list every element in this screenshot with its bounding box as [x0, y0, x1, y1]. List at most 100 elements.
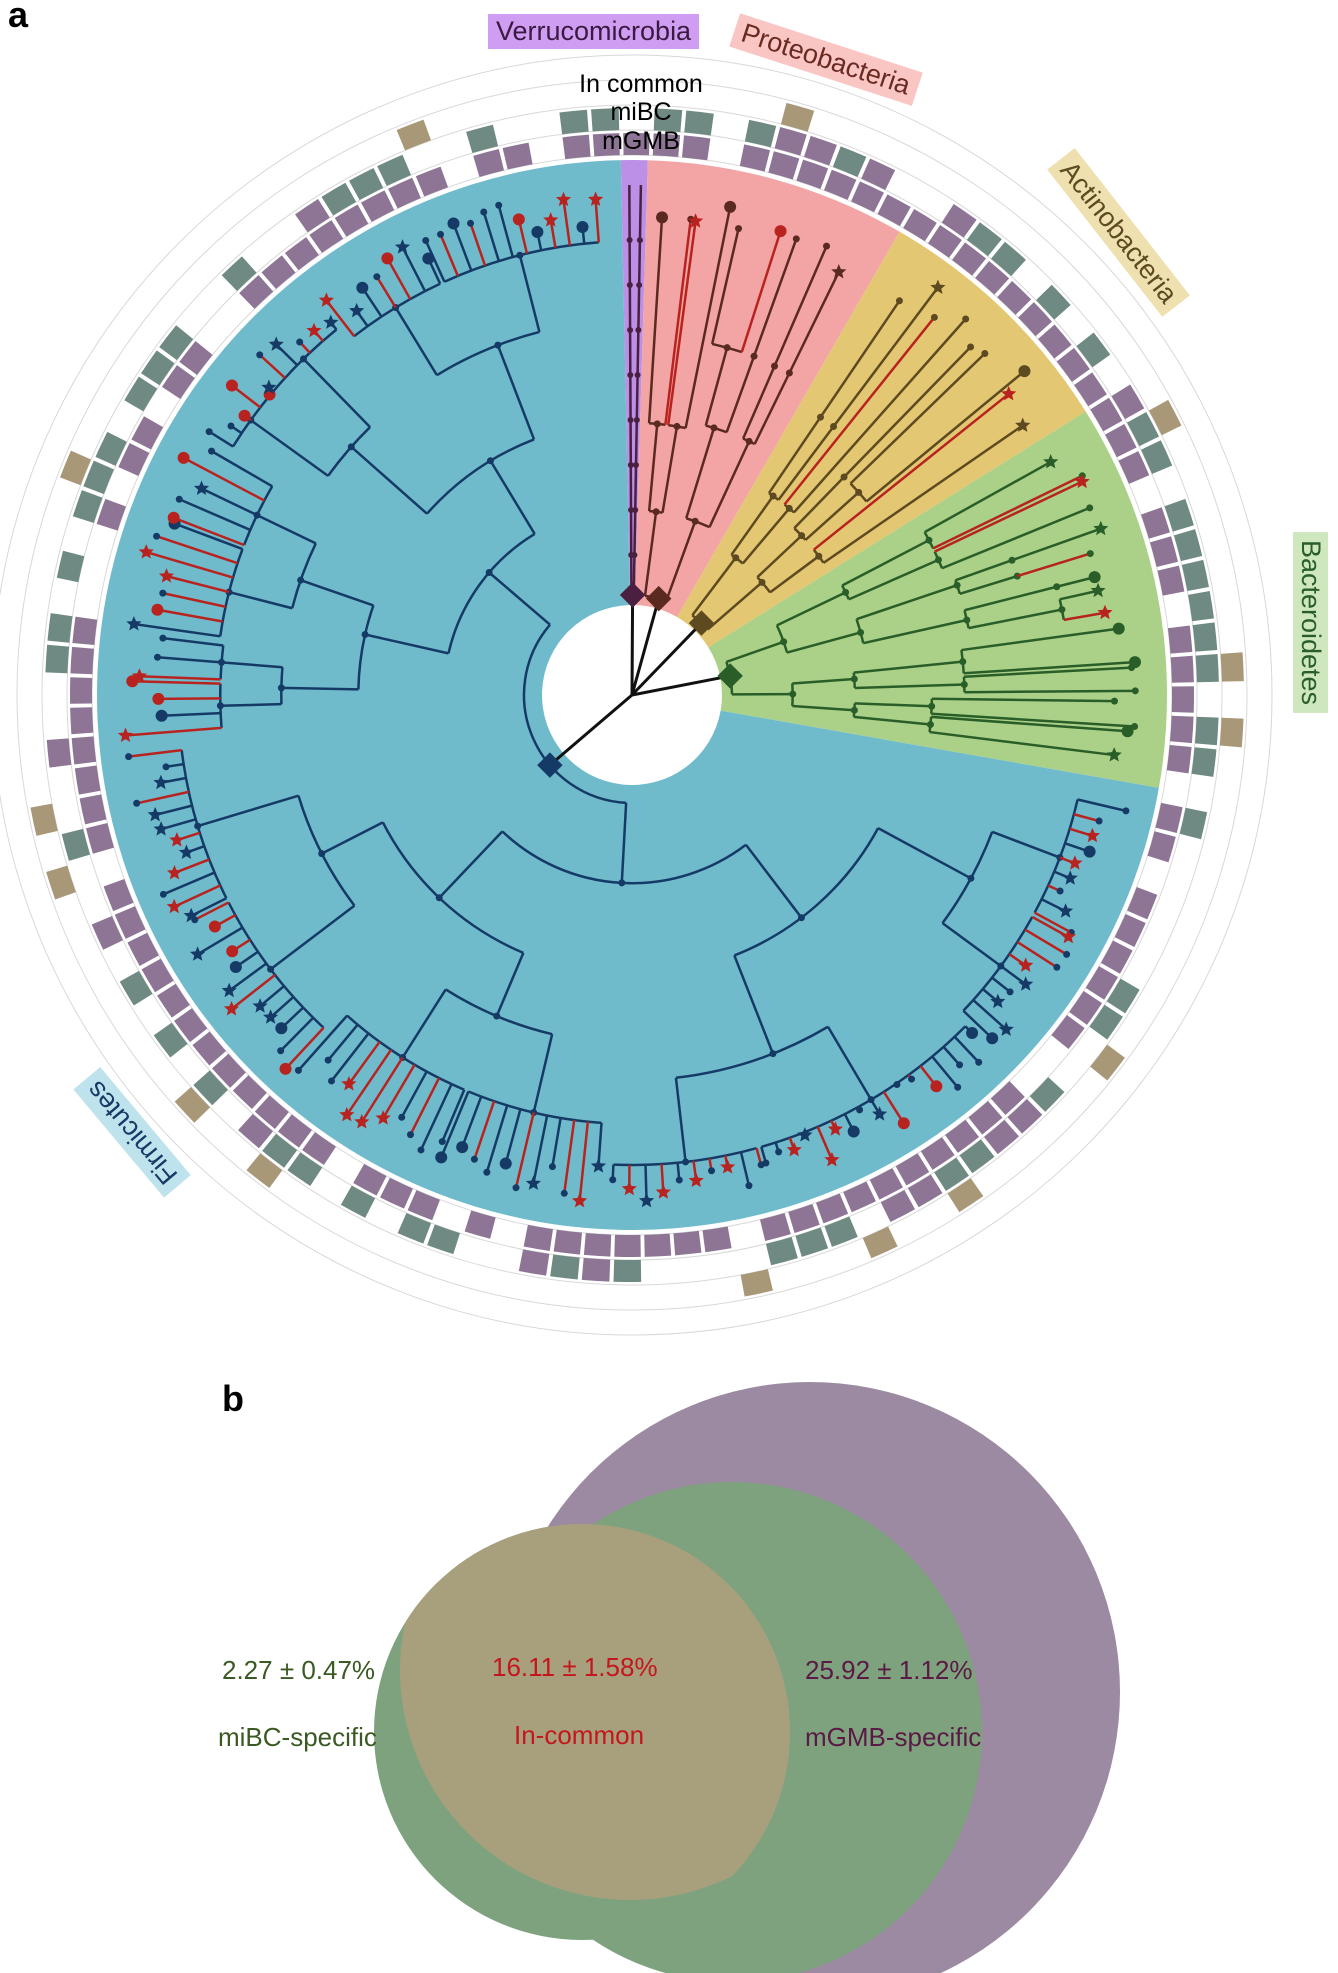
tip-pentagon-marker: [447, 217, 460, 230]
tip-node: [277, 1047, 285, 1055]
ring-cell-mgmb: [1171, 686, 1194, 713]
tree-leaf-branch: [929, 730, 1115, 757]
ring-cell-mibc: [1192, 622, 1218, 652]
tree-arc: [297, 795, 356, 907]
phylum-label-bacteroidetes: Bacteroidetes: [1293, 531, 1329, 714]
tip-node: [1095, 817, 1103, 825]
tree-node: [636, 237, 643, 244]
tip-node: [609, 1176, 617, 1184]
ring-cell-mgmb: [895, 1153, 930, 1186]
tree-leaf-branch: [157, 608, 223, 623]
ring-cell-mibc: [321, 182, 357, 216]
tree-leaf-branch: [1016, 552, 1091, 578]
tip-pentagon-marker: [966, 1026, 979, 1039]
tip-node: [162, 763, 170, 771]
tree-branch: [532, 1033, 554, 1113]
ring-cell-mibc: [1076, 332, 1111, 368]
tree-leaf-branch: [504, 1108, 522, 1164]
tree-branch: [776, 591, 847, 627]
ring-cell-mgmb: [1090, 397, 1123, 432]
ring-cell-mgmb: [72, 616, 98, 646]
tree-leaf-branch: [200, 487, 258, 517]
ring-cell-mgmb: [583, 1233, 612, 1257]
ring-cell-mgmb: [1118, 451, 1150, 484]
tree-branch: [856, 584, 958, 621]
ring-cell-mibc: [348, 167, 384, 201]
tree-branch: [991, 830, 1061, 859]
tip-node: [296, 338, 304, 346]
ring-cell-mgmb: [774, 127, 807, 156]
tree-arc: [1033, 799, 1079, 914]
tip-pentagon-marker: [151, 603, 164, 616]
tree-leaf-branch: [1000, 965, 1027, 986]
venn-mgmb-value: 25.92 ± 1.12%: [805, 1655, 973, 1685]
ring-cell-mgmb: [1147, 831, 1176, 863]
ring-cell-mgmb: [127, 932, 159, 966]
ring-cell-mgmb: [157, 983, 190, 1018]
tree-leaf-branch: [740, 230, 782, 353]
tip-star-marker: [131, 668, 148, 683]
tip-node: [954, 1083, 962, 1091]
tip-node: [417, 1146, 425, 1154]
tree-leaf-branch: [832, 286, 939, 428]
ring-cell-mibc: [1195, 654, 1219, 683]
tip-star-marker: [158, 568, 175, 583]
tree-branch: [877, 827, 972, 880]
tree-arc: [852, 703, 856, 718]
ring-cell-mibc: [1164, 498, 1194, 532]
tree-branch: [753, 372, 791, 445]
ring-label-in-common: In common: [579, 70, 703, 98]
tip-node: [1056, 887, 1064, 895]
sector-proteobacteria: [634, 160, 900, 618]
tree-leaf-branch: [190, 897, 227, 917]
tree-leaf-branch: [440, 1091, 470, 1158]
tip-star-marker: [930, 279, 946, 294]
ring-cell-mgmb: [212, 1053, 246, 1088]
tree-branch: [620, 802, 628, 883]
tree-leaf-branch: [1016, 940, 1058, 969]
ring-cell-mibc: [193, 1070, 228, 1106]
tree-branch: [954, 559, 1013, 582]
tree-branch: [741, 507, 791, 565]
tree-branch: [300, 578, 374, 607]
root-branch: [548, 693, 633, 767]
tree-branch: [221, 661, 283, 669]
tip-pentagon-marker: [499, 1157, 512, 1170]
ring-cell-mgmb: [86, 822, 115, 854]
tree-arc: [852, 672, 857, 689]
tip-star-marker: [166, 865, 183, 880]
tree-leaf-branch: [182, 456, 265, 502]
ring-cell-mgmb: [1114, 914, 1146, 947]
tip-star-marker: [1015, 417, 1031, 432]
ring-cell-mgmb: [941, 204, 977, 238]
tree-leaf-branch: [788, 271, 840, 374]
tree-arc: [923, 531, 935, 549]
ring-cell-mgmb: [380, 1177, 413, 1209]
tree-leaf-branch: [882, 1091, 905, 1124]
ring-cell-in-common: [46, 865, 76, 900]
tree-leaf-branch: [156, 535, 238, 565]
ring-cell-in-common: [947, 1178, 984, 1213]
ring-cell-mgmb: [1127, 887, 1158, 920]
tree-arc: [219, 645, 225, 680]
tree-leaf-branch: [551, 1117, 562, 1167]
tree-branch: [674, 1077, 687, 1163]
tip-pentagon-marker: [167, 511, 180, 524]
ring-cell-mibc: [72, 490, 103, 523]
tip-star-marker: [572, 1192, 588, 1208]
tree-leaf-branch: [400, 1070, 428, 1118]
ring-cell-mibc: [1126, 411, 1160, 447]
tip-star-marker: [543, 212, 559, 227]
tree-branch: [394, 306, 438, 376]
tip-pentagon-marker: [126, 675, 139, 688]
tip-node: [208, 447, 216, 455]
ring-cell-mgmb: [681, 135, 711, 161]
tree-leaf-branch: [128, 748, 182, 758]
ring-cell-mgmb: [788, 1203, 820, 1233]
tree-leaf-branch: [934, 480, 1083, 553]
ring-cell-mgmb: [824, 169, 857, 200]
tree-arc: [930, 698, 934, 714]
tree-branch: [643, 511, 658, 597]
tree-node: [633, 417, 640, 424]
venn-mgmb-label: mGMB-specific: [805, 1722, 982, 1752]
